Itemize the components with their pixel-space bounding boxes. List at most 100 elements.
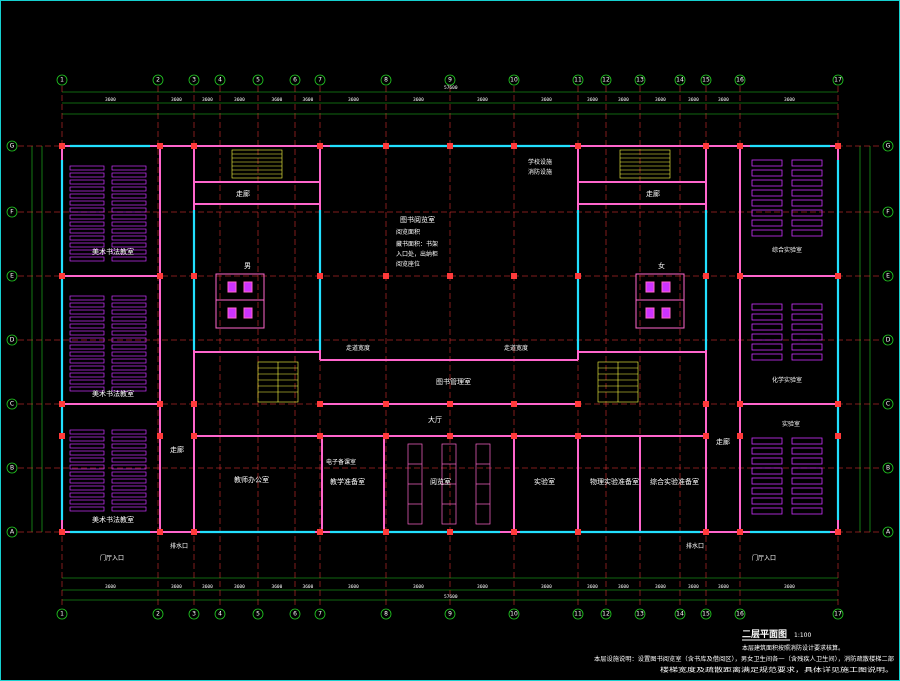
column	[737, 433, 743, 439]
label-hall: 大厅	[428, 415, 442, 424]
lab-bench	[791, 353, 823, 361]
desk	[69, 478, 105, 484]
column	[447, 433, 453, 439]
desk	[69, 351, 105, 357]
desk	[69, 492, 105, 498]
column	[157, 143, 163, 149]
axis-label-col: 6	[293, 77, 297, 84]
reading-shelves	[407, 443, 491, 525]
desk	[69, 193, 105, 199]
axis-bubble-col	[252, 608, 264, 620]
column	[317, 433, 323, 439]
axis-label-col: 15	[702, 611, 710, 618]
axis-bubble-col	[444, 74, 456, 86]
axis-label-col: 12	[602, 77, 610, 84]
label-entrance-right: 门厅入口	[752, 554, 776, 562]
column	[157, 273, 163, 279]
column	[575, 433, 581, 439]
desk	[111, 365, 147, 371]
axis-label-col: 4	[218, 77, 222, 84]
lab-bench	[751, 507, 783, 515]
lab-bench	[751, 437, 783, 445]
dim-top-segment: 3600	[303, 97, 314, 103]
axis-bubble-col	[572, 74, 584, 86]
stair-top-left	[231, 149, 283, 179]
dim-top-segment: 3600	[105, 97, 116, 103]
dim-bottom-segment: 3600	[105, 584, 116, 590]
label-lobby-center: 图书管理室	[436, 377, 471, 386]
desk	[111, 499, 147, 505]
desk	[69, 436, 105, 442]
label-wc-female: 女	[658, 261, 665, 270]
desk	[69, 443, 105, 449]
axis-label-row: F	[10, 209, 14, 216]
lab-benches-right	[751, 159, 823, 515]
axis-label-row: E	[886, 273, 890, 280]
column	[835, 529, 841, 535]
column	[511, 273, 517, 279]
lab-bench	[751, 447, 783, 455]
lab-bench	[751, 343, 783, 351]
axis-bubble-col	[152, 608, 164, 620]
label-lab-right-mid: 化学实验室	[772, 376, 802, 384]
column	[59, 433, 65, 439]
column	[703, 401, 709, 407]
label-note-top2: 消防设施	[528, 168, 552, 176]
desk	[111, 379, 147, 385]
label-note-top: 学校设施	[528, 158, 552, 166]
desk	[111, 457, 147, 463]
dim-top-segment: 3600	[655, 97, 666, 103]
lab-bench	[791, 467, 823, 475]
column	[511, 143, 517, 149]
axis-label-col: 8	[384, 77, 388, 84]
axis-label-col: 4	[218, 611, 222, 618]
axis-label-col: 17	[834, 77, 842, 84]
lab-bench	[751, 303, 783, 311]
column	[191, 143, 197, 149]
axis-label-col: 5	[256, 77, 260, 84]
axis-label-col: 1	[60, 77, 64, 84]
dim-bottom-segment: 3600	[202, 584, 213, 590]
note-line-3: 楼梯宽度及疏散距离满足规范要求，具体详见施工图说明。	[660, 666, 894, 674]
desk	[69, 429, 105, 435]
axis-label-row: C	[886, 401, 890, 408]
column	[703, 273, 709, 279]
desk	[111, 249, 147, 255]
axis-bubble-row	[882, 526, 894, 538]
column	[703, 143, 709, 149]
axis-bubble-col	[600, 74, 612, 86]
axis-label-row: A	[886, 529, 891, 536]
desk	[69, 386, 105, 392]
dim-top-segment: 3600	[477, 97, 488, 103]
stair-mid-right	[597, 361, 639, 403]
label-reading-note3: 阅览座位	[396, 260, 420, 268]
column	[835, 143, 841, 149]
column	[737, 143, 743, 149]
lab-bench	[791, 333, 823, 341]
lab-bench	[751, 457, 783, 465]
axis-bubble-row	[6, 270, 18, 282]
lab-bench	[791, 209, 823, 217]
desk	[111, 186, 147, 192]
axis-bubble-row	[6, 526, 18, 538]
desk	[69, 337, 105, 343]
column	[383, 273, 389, 279]
axis-label-row: G	[10, 143, 15, 150]
lab-bench	[751, 467, 783, 475]
desk	[69, 249, 105, 255]
desk	[69, 372, 105, 378]
axis-label-col: 15	[702, 77, 710, 84]
desk	[69, 242, 105, 248]
column	[191, 433, 197, 439]
column	[575, 273, 581, 279]
desk	[111, 179, 147, 185]
column	[191, 273, 197, 279]
lab-bench	[791, 189, 823, 197]
axis-bubble-col	[734, 74, 746, 86]
lab-bench	[791, 179, 823, 187]
axis-label-col: 5	[256, 611, 260, 618]
column	[157, 529, 163, 535]
axis-bubble-col	[600, 608, 612, 620]
axis-bubble-col	[674, 608, 686, 620]
drawing-title: 二层平面图	[742, 629, 787, 640]
